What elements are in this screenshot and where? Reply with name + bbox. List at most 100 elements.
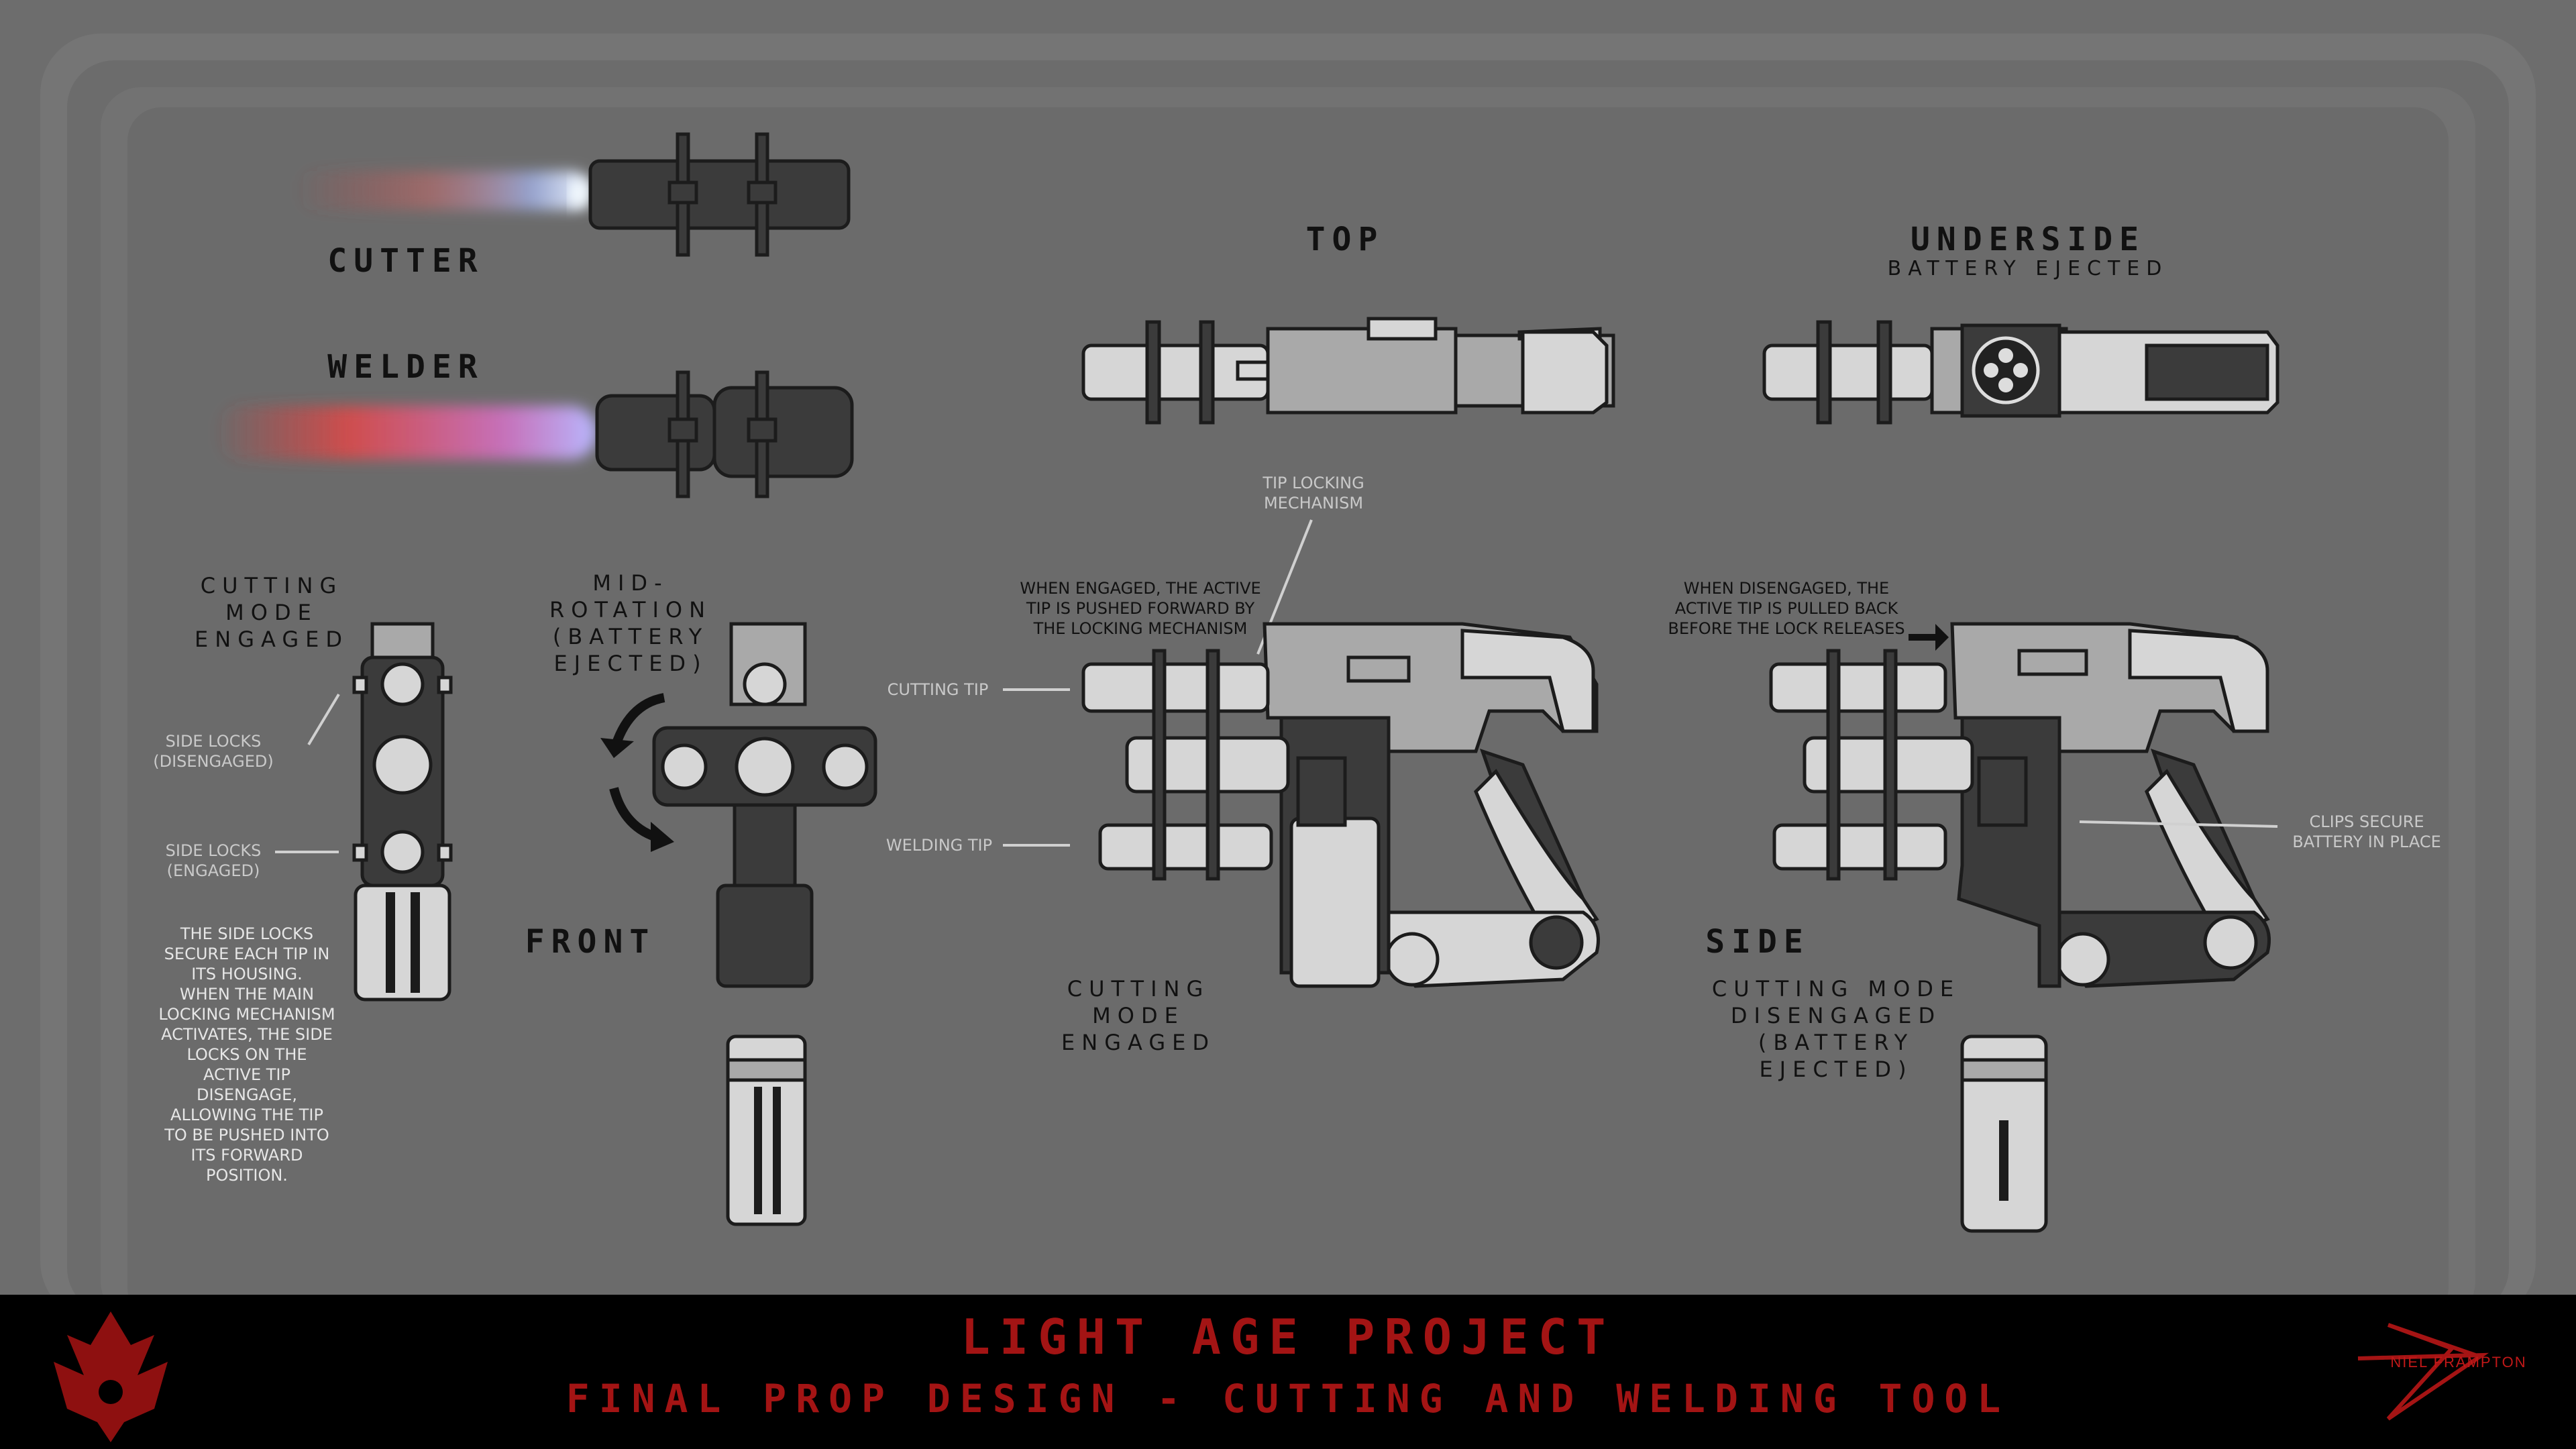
callout-side-locks-engaged-2: (ENGAGED) <box>167 861 260 880</box>
top-pin <box>1236 360 1270 381</box>
note-disengaged-3: BEFORE THE LOCK RELEASES <box>1668 619 1904 638</box>
caption-mid-rotation-1: MID- <box>592 570 668 596</box>
callout-side-locks-disengaged-2: (DISENGAGED) <box>153 752 273 771</box>
side-title: SIDE <box>1705 923 1810 961</box>
explainer-line-9: DISENGAGE, <box>197 1085 297 1104</box>
caption-disengaged-4: EJECTED) <box>1759 1057 1913 1082</box>
front-engaged-tip-center <box>372 735 433 795</box>
caption-mid-rotation-3: (BATTERY <box>553 624 708 649</box>
side-engaged-welding-tip <box>1098 823 1273 871</box>
side-disengaged-cutting-tip <box>1769 662 1947 713</box>
caption-engaged-left-2: MODE <box>225 600 318 625</box>
welder-view: WELDER <box>215 348 854 498</box>
side-engaged-wheel-front <box>1385 932 1440 987</box>
underside-grip-recess <box>2145 343 2269 401</box>
explainer-line-5: LOCKING MECHANISM <box>158 1005 335 1024</box>
cutter-title: CUTTER <box>327 242 484 280</box>
side-lock-engaged-right <box>437 843 453 862</box>
disengaged-arrow-icon <box>1909 624 1949 651</box>
caption-engaged-center-2: MODE <box>1092 1003 1185 1028</box>
explainer-line-3: ITS HOUSING. <box>191 965 303 983</box>
callout-cutting-tip: CUTTING TIP <box>888 680 989 699</box>
banner-subtitle: FINAL PROP DESIGN - CUTTING AND WELDING … <box>566 1376 2010 1421</box>
explainer-line-4: WHEN THE MAIN <box>180 985 314 1004</box>
cutter-lock-a <box>667 180 698 205</box>
explainer-line-11: TO BE PUSHED INTO <box>164 1126 329 1144</box>
signature-swoosh-icon <box>2357 1323 2489 1421</box>
caption-disengaged-3: (BATTERY <box>1758 1030 1914 1055</box>
mid-tip-top <box>743 662 787 706</box>
caption-mid-rotation-2: ROTATION <box>549 597 712 623</box>
side-disengaged-wheel-rear <box>2203 915 2258 970</box>
underside-title: UNDERSIDE <box>1911 221 2145 258</box>
welder-title: WELDER <box>327 348 484 386</box>
callout-tip-locking-1: TIP LOCKING <box>1262 474 1364 492</box>
explainer-line-6: ACTIVATES, THE SIDE <box>161 1025 333 1044</box>
explainer-line-7: LOCKS ON THE <box>186 1045 307 1064</box>
caption-engaged-center-3: ENGAGED <box>1061 1030 1216 1055</box>
callout-welding-tip: WELDING TIP <box>886 836 992 855</box>
explainer-line-8: ACTIVE TIP <box>203 1065 290 1084</box>
top-title: TOP <box>1306 221 1385 258</box>
caption-disengaged-1: CUTTING MODE <box>1712 976 1960 1002</box>
note-disengaged-2: ACTIVE TIP IS PULLED BACK <box>1675 599 1899 618</box>
mid-lower-body <box>716 883 814 988</box>
underside-revolver-icon <box>1972 336 2040 405</box>
signature-mark: NIEL FRAMPTON <box>2357 1323 2526 1421</box>
side-lock-disengaged-left <box>352 676 368 694</box>
explainer-line-13: POSITION. <box>206 1166 288 1185</box>
caption-engaged-left-3: ENGAGED <box>195 627 349 652</box>
caption-disengaged-2: DISENGAGED <box>1731 1003 1941 1028</box>
callout-clips-2: BATTERY IN PLACE <box>2292 833 2440 851</box>
mid-tip-left <box>661 743 708 790</box>
side-engaged-clip <box>1296 756 1347 827</box>
banner-title: LIGHT AGE PROJECT <box>961 1309 1615 1365</box>
title-banner <box>0 1295 2576 1449</box>
cutter-flame-core <box>570 181 588 207</box>
callout-side-locks-engaged-1: SIDE LOCKS <box>166 841 262 860</box>
explainer-line-2: SECURE EACH TIP IN <box>164 945 330 963</box>
side-locks-explainer: THE SIDE LOCKS SECURE EACH TIP IN ITS HO… <box>158 924 335 1185</box>
underside-clamp-b <box>1876 320 1892 425</box>
side-engaged-clamp-b <box>1205 649 1220 881</box>
welder-lock-a <box>667 417 698 443</box>
underside-view: UNDERSIDE BATTERY EJECTED <box>1762 221 2279 425</box>
side-disengaged-plate <box>2017 649 2088 676</box>
caption-mid-rotation-4: EJECTED) <box>553 651 707 676</box>
callout-line-disengaged <box>307 693 340 746</box>
welder-flame <box>215 406 597 460</box>
side-engaged-wheel-rear <box>1529 915 1584 970</box>
fleur-logo-icon <box>54 1311 168 1442</box>
side-disengaged-clamp-a <box>1826 649 1841 881</box>
side-engaged-plate <box>1346 655 1411 683</box>
note-engaged-3: THE LOCKING MECHANISM <box>1033 619 1248 638</box>
side-disengaged-rear-hood <box>2128 629 2269 733</box>
caption-engaged-center-1: CUTTING <box>1067 976 1210 1002</box>
side-engaged-view: WHEN ENGAGED, THE ACTIVE TIP IS PUSHED F… <box>886 474 1600 1055</box>
explainer-line-10: ALLOWING THE TIP <box>170 1106 323 1124</box>
side-disengaged-clamp-b <box>1883 649 1898 881</box>
underside-clamp-a <box>1816 320 1832 425</box>
banner-logo <box>54 1311 168 1442</box>
note-engaged-1: WHEN ENGAGED, THE ACTIVE <box>1020 579 1260 598</box>
top-ridge <box>1366 317 1438 341</box>
underside-subtitle: BATTERY EJECTED <box>1888 257 2169 280</box>
side-engaged-battery <box>1289 816 1381 988</box>
top-body-rear <box>1266 327 1458 415</box>
front-engaged-tip-bottom <box>380 830 425 874</box>
callout-tip-locking-2: MECHANISM <box>1264 494 1363 513</box>
explainer-line-1: THE SIDE LOCKS <box>180 924 313 943</box>
note-disengaged-1: WHEN DISENGAGED, THE <box>1684 579 1889 598</box>
explainer-line-12: ITS FORWARD <box>191 1146 303 1165</box>
side-engaged-clamp-a <box>1152 649 1167 881</box>
underside-tip <box>1762 343 1934 401</box>
top-clamp-a <box>1145 320 1161 425</box>
cutter-view: CUTTER <box>295 132 851 280</box>
signature-text: NIEL FRAMPTON <box>2390 1354 2526 1371</box>
side-disengaged-welding-tip <box>1772 823 1947 871</box>
side-lock-engaged-left <box>352 843 368 862</box>
mid-shaft <box>733 803 797 888</box>
mid-tip-right <box>822 743 869 790</box>
top-clamp-b <box>1199 320 1215 425</box>
